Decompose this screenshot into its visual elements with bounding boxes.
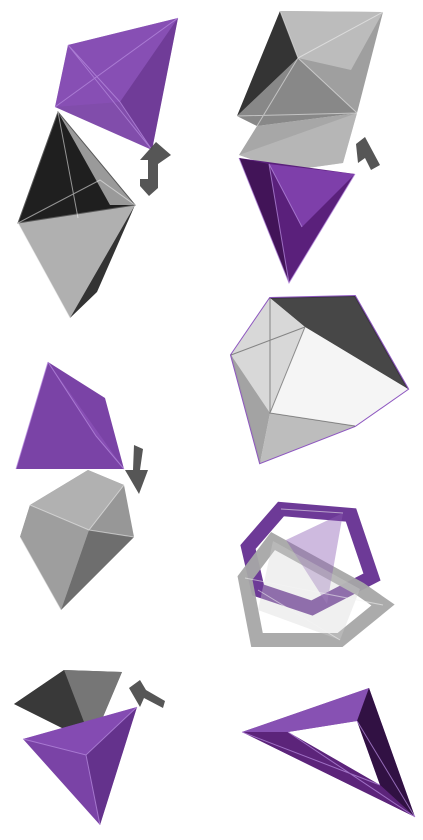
left-step-2	[16, 362, 148, 610]
gray-octahedron-left	[18, 205, 135, 318]
left-step-1	[18, 18, 178, 318]
arrow-right-1	[356, 137, 380, 170]
arrow-left-3	[129, 680, 165, 708]
right-step-6	[245, 509, 383, 640]
arrow-left-2	[125, 445, 148, 494]
right-step-5	[231, 296, 408, 463]
right-step-4	[237, 11, 383, 283]
arrow-left-1	[140, 142, 171, 196]
right-step-7	[242, 688, 415, 817]
left-step-3	[14, 670, 165, 825]
